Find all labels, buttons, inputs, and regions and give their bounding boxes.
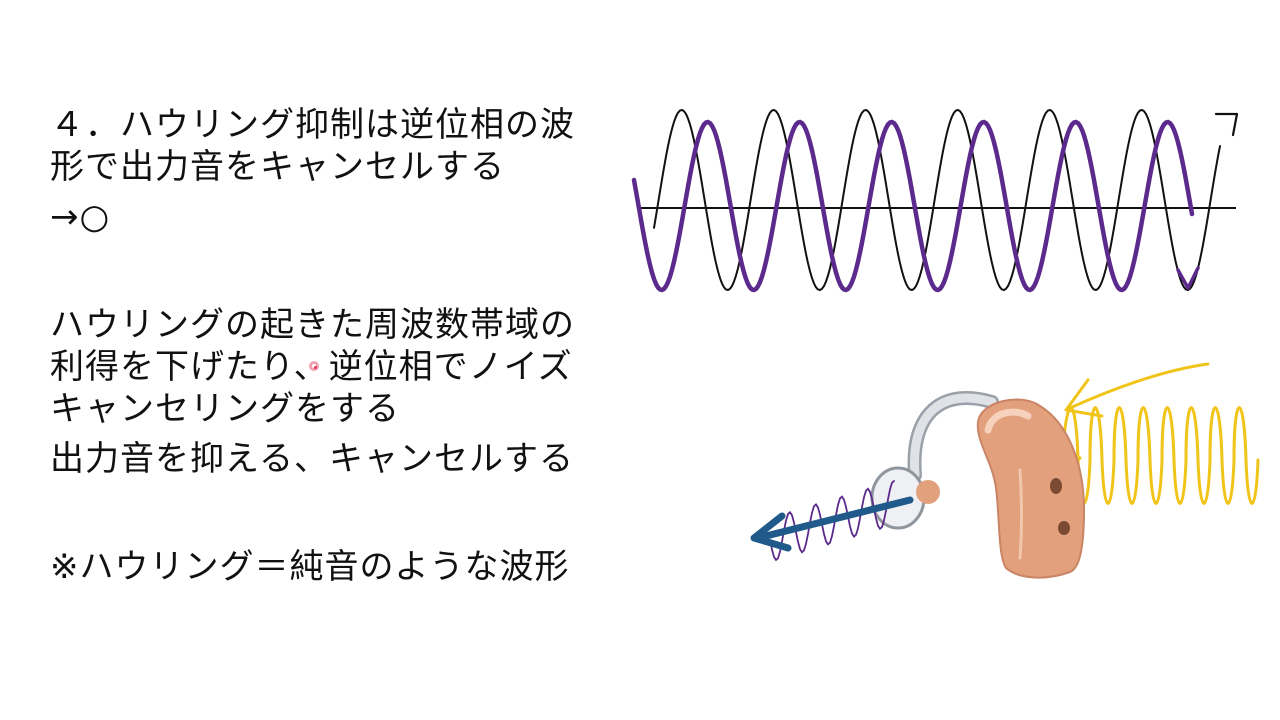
answer-text: →○	[50, 196, 620, 238]
note-text: ※ハウリング＝純音のような波形	[50, 546, 620, 588]
incoming-sound-arrow	[1068, 362, 1210, 410]
incoming-sound-arrowhead	[1064, 378, 1104, 418]
question-line-2: 形で出力音をキャンセルする	[50, 147, 505, 187]
explanation-line-1: ハウリングの起きた周波数帯域の	[50, 305, 575, 345]
note-line: ※ハウリング＝純音のような波形	[50, 547, 570, 587]
incoming-sound-wave	[1060, 406, 1260, 505]
output-sound-arrowhead	[750, 512, 792, 552]
question-text: ４．ハウリング抑制は逆位相の波 形で出力音をキャンセルする	[50, 104, 620, 188]
output-sound-arrow	[754, 496, 914, 542]
inverse-wave	[631, 119, 1195, 293]
hearing-aid-body	[976, 398, 1086, 579]
hearing-aid-ear-tip	[870, 466, 926, 530]
answer-mark: →○	[50, 197, 111, 237]
explanation-line-2: 利得を下げたり、逆位相でノイズ	[50, 346, 620, 388]
original-wave-arrowhead	[1214, 112, 1239, 137]
hearing-aid-icon	[750, 362, 1260, 579]
explanation-text: ハウリングの起きた周波数帯域の 利得を下げたり、逆位相でノイズ キャンセリングを…	[50, 304, 620, 430]
question-line-1: ４．ハウリング抑制は逆位相の波	[50, 105, 575, 145]
summary-text: 出力音を抑える、キャンセルする	[50, 438, 620, 480]
inverse-wave-arrowhead	[1176, 266, 1200, 290]
explanation-line-3: キャンセリングをする	[50, 389, 400, 429]
original-wave	[653, 108, 1221, 292]
summary-line: 出力音を抑える、キャンセルする	[50, 439, 574, 479]
sine-wave-icon	[631, 108, 1239, 293]
laser-pointer	[309, 361, 319, 371]
